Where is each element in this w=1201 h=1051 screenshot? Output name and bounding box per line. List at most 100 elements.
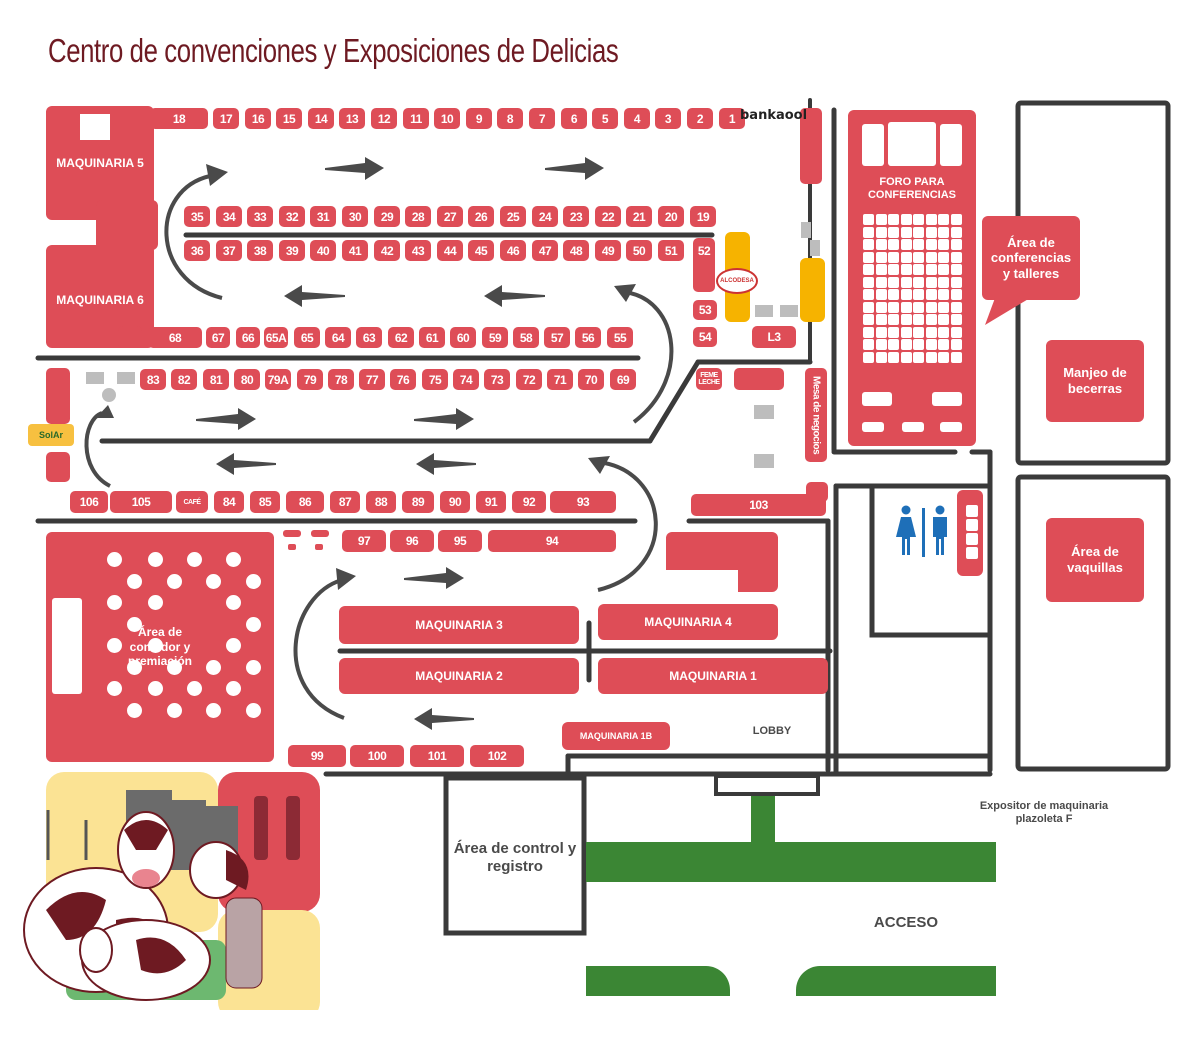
booth-103[interactable]: 103 [691, 494, 826, 516]
booth-L3[interactable]: L3 [752, 326, 796, 348]
booth-106[interactable]: 106 [70, 491, 108, 513]
booth-50[interactable]: 50 [626, 240, 652, 261]
booth-81[interactable]: 81 [203, 369, 229, 390]
booth-22[interactable]: 22 [595, 206, 621, 227]
booth-38[interactable]: 38 [247, 240, 273, 261]
booth-70[interactable]: 70 [578, 369, 604, 390]
booth-32[interactable]: 32 [279, 206, 305, 227]
booth-65[interactable]: 65 [294, 327, 320, 348]
booth-82[interactable]: 82 [171, 369, 197, 390]
booth-85[interactable]: 85 [250, 491, 280, 513]
booth-35[interactable]: 35 [184, 206, 210, 227]
booth-26[interactable]: 26 [468, 206, 494, 227]
booth-45[interactable]: 45 [468, 240, 494, 261]
booth-29[interactable]: 29 [374, 206, 400, 227]
area-maquinaria-4[interactable]: MAQUINARIA 4 [598, 604, 778, 640]
booth-14[interactable]: 14 [308, 108, 334, 129]
booth-46[interactable]: 46 [500, 240, 526, 261]
booth-58[interactable]: 58 [513, 327, 539, 348]
booth-15[interactable]: 15 [276, 108, 302, 129]
booth-18[interactable]: 18 [150, 108, 208, 129]
booth-60[interactable]: 60 [450, 327, 476, 348]
booth-café[interactable]: CAFÉ [176, 491, 208, 513]
booth-47[interactable]: 47 [532, 240, 558, 261]
booth-unlabeled[interactable] [118, 326, 142, 348]
booth-25[interactable]: 25 [500, 206, 526, 227]
booth-88[interactable]: 88 [366, 491, 396, 513]
booth-16[interactable]: 16 [245, 108, 271, 129]
booth-95[interactable]: 95 [438, 530, 482, 552]
booth-33[interactable]: 33 [247, 206, 273, 227]
booth-78[interactable]: 78 [328, 369, 354, 390]
booth-39[interactable]: 39 [279, 240, 305, 261]
booth-52[interactable]: 52 [693, 238, 715, 292]
booth-84[interactable]: 84 [214, 491, 244, 513]
booth-61[interactable]: 61 [419, 327, 445, 348]
booth-68[interactable]: 68 [148, 327, 202, 348]
booth-bankaool[interactable] [800, 108, 822, 184]
booth-20[interactable]: 20 [658, 206, 684, 227]
booth-72[interactable]: 72 [516, 369, 542, 390]
booth-21[interactable]: 21 [626, 206, 652, 227]
booth-64[interactable]: 64 [325, 327, 351, 348]
booth-55[interactable]: 55 [607, 327, 633, 348]
booth-96[interactable]: 96 [390, 530, 434, 552]
booth-94[interactable]: 94 [488, 530, 616, 552]
area-maquinaria-1[interactable]: MAQUINARIA 1 [598, 658, 828, 694]
booth-11[interactable]: 11 [403, 108, 429, 129]
booth-69[interactable]: 69 [610, 369, 636, 390]
yellow-stand[interactable] [800, 258, 825, 322]
booth-27[interactable]: 27 [437, 206, 463, 227]
booth-89[interactable]: 89 [402, 491, 434, 513]
mesa-de-negocios[interactable]: Mesa de negocios [805, 368, 827, 462]
booth-37[interactable]: 37 [216, 240, 242, 261]
booth-30[interactable]: 30 [342, 206, 368, 227]
booth-76[interactable]: 76 [390, 369, 416, 390]
area-maquinaria-1b[interactable]: MAQUINARIA 1B [562, 722, 670, 750]
area-vaquillas[interactable]: Área de vaquillas [1046, 518, 1144, 602]
booth-51[interactable]: 51 [658, 240, 684, 261]
booth-unlabeled[interactable] [46, 452, 70, 482]
booth-40[interactable]: 40 [310, 240, 336, 261]
booth-7[interactable]: 7 [529, 108, 555, 129]
booth-79a[interactable]: 79A [265, 369, 291, 390]
booth-87[interactable]: 87 [330, 491, 360, 513]
booth-8[interactable]: 8 [497, 108, 523, 129]
booth-23[interactable]: 23 [563, 206, 589, 227]
booth-56[interactable]: 56 [575, 327, 601, 348]
booth-93[interactable]: 93 [550, 491, 616, 513]
area-becerras[interactable]: Manjeo de becerras [1046, 340, 1144, 422]
booth-44[interactable]: 44 [437, 240, 463, 261]
booth-80[interactable]: 80 [234, 369, 260, 390]
booth-65a[interactable]: 65A [264, 327, 288, 348]
booth-92[interactable]: 92 [512, 491, 546, 513]
booth-43[interactable]: 43 [405, 240, 431, 261]
booth-101[interactable]: 101 [410, 745, 464, 767]
booth-74[interactable]: 74 [453, 369, 479, 390]
booth-5[interactable]: 5 [592, 108, 618, 129]
booth-71[interactable]: 71 [547, 369, 573, 390]
booth-41[interactable]: 41 [342, 240, 368, 261]
booth-100[interactable]: 100 [350, 745, 404, 767]
booth-67[interactable]: 67 [206, 327, 230, 348]
booth-79[interactable]: 79 [297, 369, 323, 390]
booth-unlabeled[interactable] [46, 368, 70, 424]
booth-12[interactable]: 12 [371, 108, 397, 129]
booth-91[interactable]: 91 [476, 491, 506, 513]
booth-48[interactable]: 48 [563, 240, 589, 261]
booth-90[interactable]: 90 [440, 491, 470, 513]
booth-1[interactable]: 1 [719, 108, 745, 129]
booth-49[interactable]: 49 [595, 240, 621, 261]
booth-10[interactable]: 10 [434, 108, 460, 129]
booth-feme-leche[interactable]: FEME LECHE [696, 368, 722, 390]
booth-73[interactable]: 73 [484, 369, 510, 390]
booth-42[interactable]: 42 [374, 240, 400, 261]
booth-24[interactable]: 24 [532, 206, 558, 227]
booth-83[interactable]: 83 [140, 369, 166, 390]
booth-54[interactable]: 54 [693, 327, 717, 347]
booth-63[interactable]: 63 [356, 327, 382, 348]
booth-13[interactable]: 13 [339, 108, 365, 129]
booth-99[interactable]: 99 [288, 745, 346, 767]
booth-59[interactable]: 59 [482, 327, 508, 348]
booth-unlabeled[interactable] [734, 368, 784, 390]
